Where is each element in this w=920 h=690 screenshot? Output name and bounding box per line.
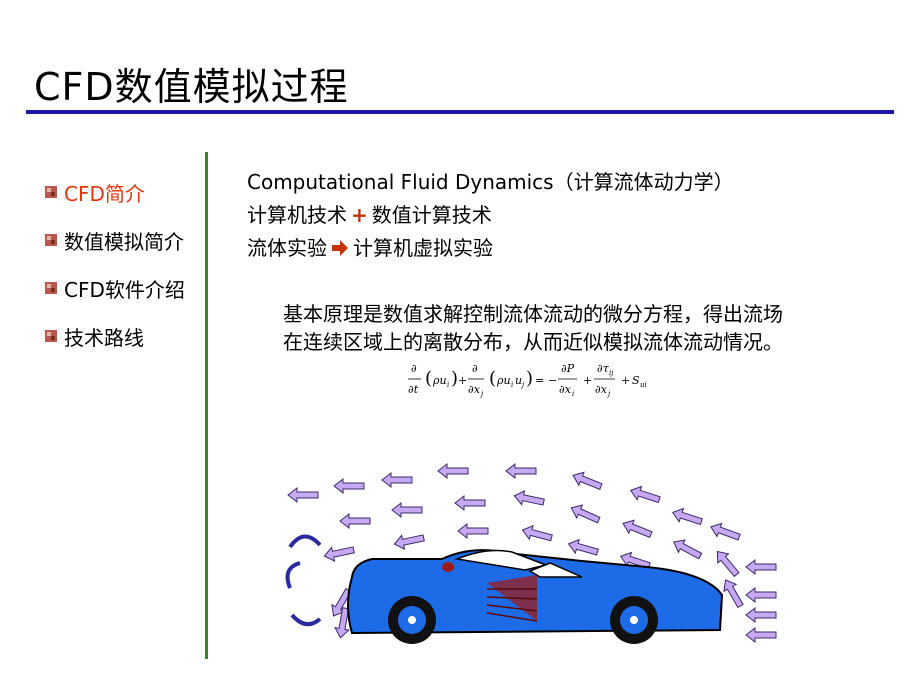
principle-line-1: 基本原理是数值求解控制流体流动的微分方程，得出流场 [283, 302, 783, 326]
svg-text:S: S [632, 374, 640, 387]
svg-text:∂x: ∂x [468, 383, 481, 396]
svg-text:∂t: ∂t [408, 383, 419, 396]
svg-text:ρu: ρu [496, 374, 511, 387]
bullet-icon [45, 330, 57, 342]
nav-item-tech-route[interactable]: 技术路线 [44, 312, 185, 360]
svg-text:∂P: ∂P [561, 362, 575, 375]
svg-text:∂τ: ∂τ [597, 362, 610, 375]
exp-b: 计算机虚拟实验 [353, 236, 493, 260]
exp-a: 流体实验 [247, 236, 327, 260]
svg-text:): ) [451, 368, 458, 389]
nav-item-numerical-sim[interactable]: 数值模拟简介 [44, 216, 185, 264]
svg-text:j: j [520, 381, 525, 389]
principle-line-2: 在连续区域上的离散分布，从而近似模拟流体流动情况。 [283, 330, 783, 354]
car-airflow-illustration [285, 463, 777, 644]
svg-text:ij: ij [609, 369, 614, 377]
svg-text:): ) [526, 368, 533, 389]
title-underline [26, 110, 894, 114]
nav-label: 技术路线 [64, 325, 144, 350]
car-icon [347, 549, 724, 644]
bullet-icon [45, 186, 57, 198]
nav-item-cfd-software[interactable]: CFD软件介绍 [44, 264, 185, 312]
svg-text:∂: ∂ [472, 362, 478, 375]
svg-text:j: j [479, 390, 484, 398]
vertical-divider [205, 152, 208, 659]
svg-text:(: ( [425, 368, 432, 389]
svg-text:ui: ui [640, 381, 647, 389]
svg-text:+: + [583, 374, 592, 387]
tech-b: 数值计算技术 [371, 203, 492, 227]
nav-label: 数值模拟简介 [64, 229, 184, 254]
svg-text:ρu: ρu [432, 374, 447, 387]
content-block: Computational Fluid Dynamics（计算流体动力学） 计算… [247, 166, 734, 265]
tech-a: 计算机技术 [247, 203, 347, 227]
bullet-icon [45, 282, 57, 294]
svg-text:−: − [548, 374, 557, 387]
nav-item-cfd-intro[interactable]: CFD简介 [44, 168, 185, 216]
arrow-right-icon [332, 240, 348, 256]
svg-text:i: i [511, 381, 513, 389]
bullet-icon [45, 234, 57, 246]
svg-text:i: i [447, 381, 449, 389]
nav-label: CFD简介 [64, 181, 145, 206]
principle-paragraph: 基本原理是数值求解控制流体流动的微分方程，得出流场 在连续区域上的离散分布，从而… [283, 300, 783, 356]
vortex-icon [285, 534, 322, 627]
tech-combination: 计算机技术+数值计算技术 [247, 199, 734, 232]
svg-text:=: = [535, 374, 544, 387]
svg-text:j: j [606, 390, 611, 398]
experiment-shift: 流体实验 计算机虚拟实验 [247, 232, 734, 265]
svg-text:u: u [515, 374, 522, 387]
slide-title: CFD数值模拟过程 [34, 65, 349, 109]
svg-text:(: ( [489, 368, 496, 389]
nav-label: CFD软件介绍 [64, 277, 185, 302]
svg-text:+: + [458, 374, 467, 387]
svg-text:∂: ∂ [411, 362, 417, 375]
svg-text:∂x: ∂x [559, 383, 572, 396]
side-nav: CFD简介 数值模拟简介 CFD软件介绍 技术路线 [44, 168, 185, 360]
cfd-definition: Computational Fluid Dynamics（计算流体动力学） [247, 170, 734, 194]
svg-text:∂x: ∂x [595, 383, 608, 396]
svg-text:+: + [621, 374, 630, 387]
plus-sign: + [351, 203, 368, 227]
svg-text:i: i [572, 390, 574, 398]
